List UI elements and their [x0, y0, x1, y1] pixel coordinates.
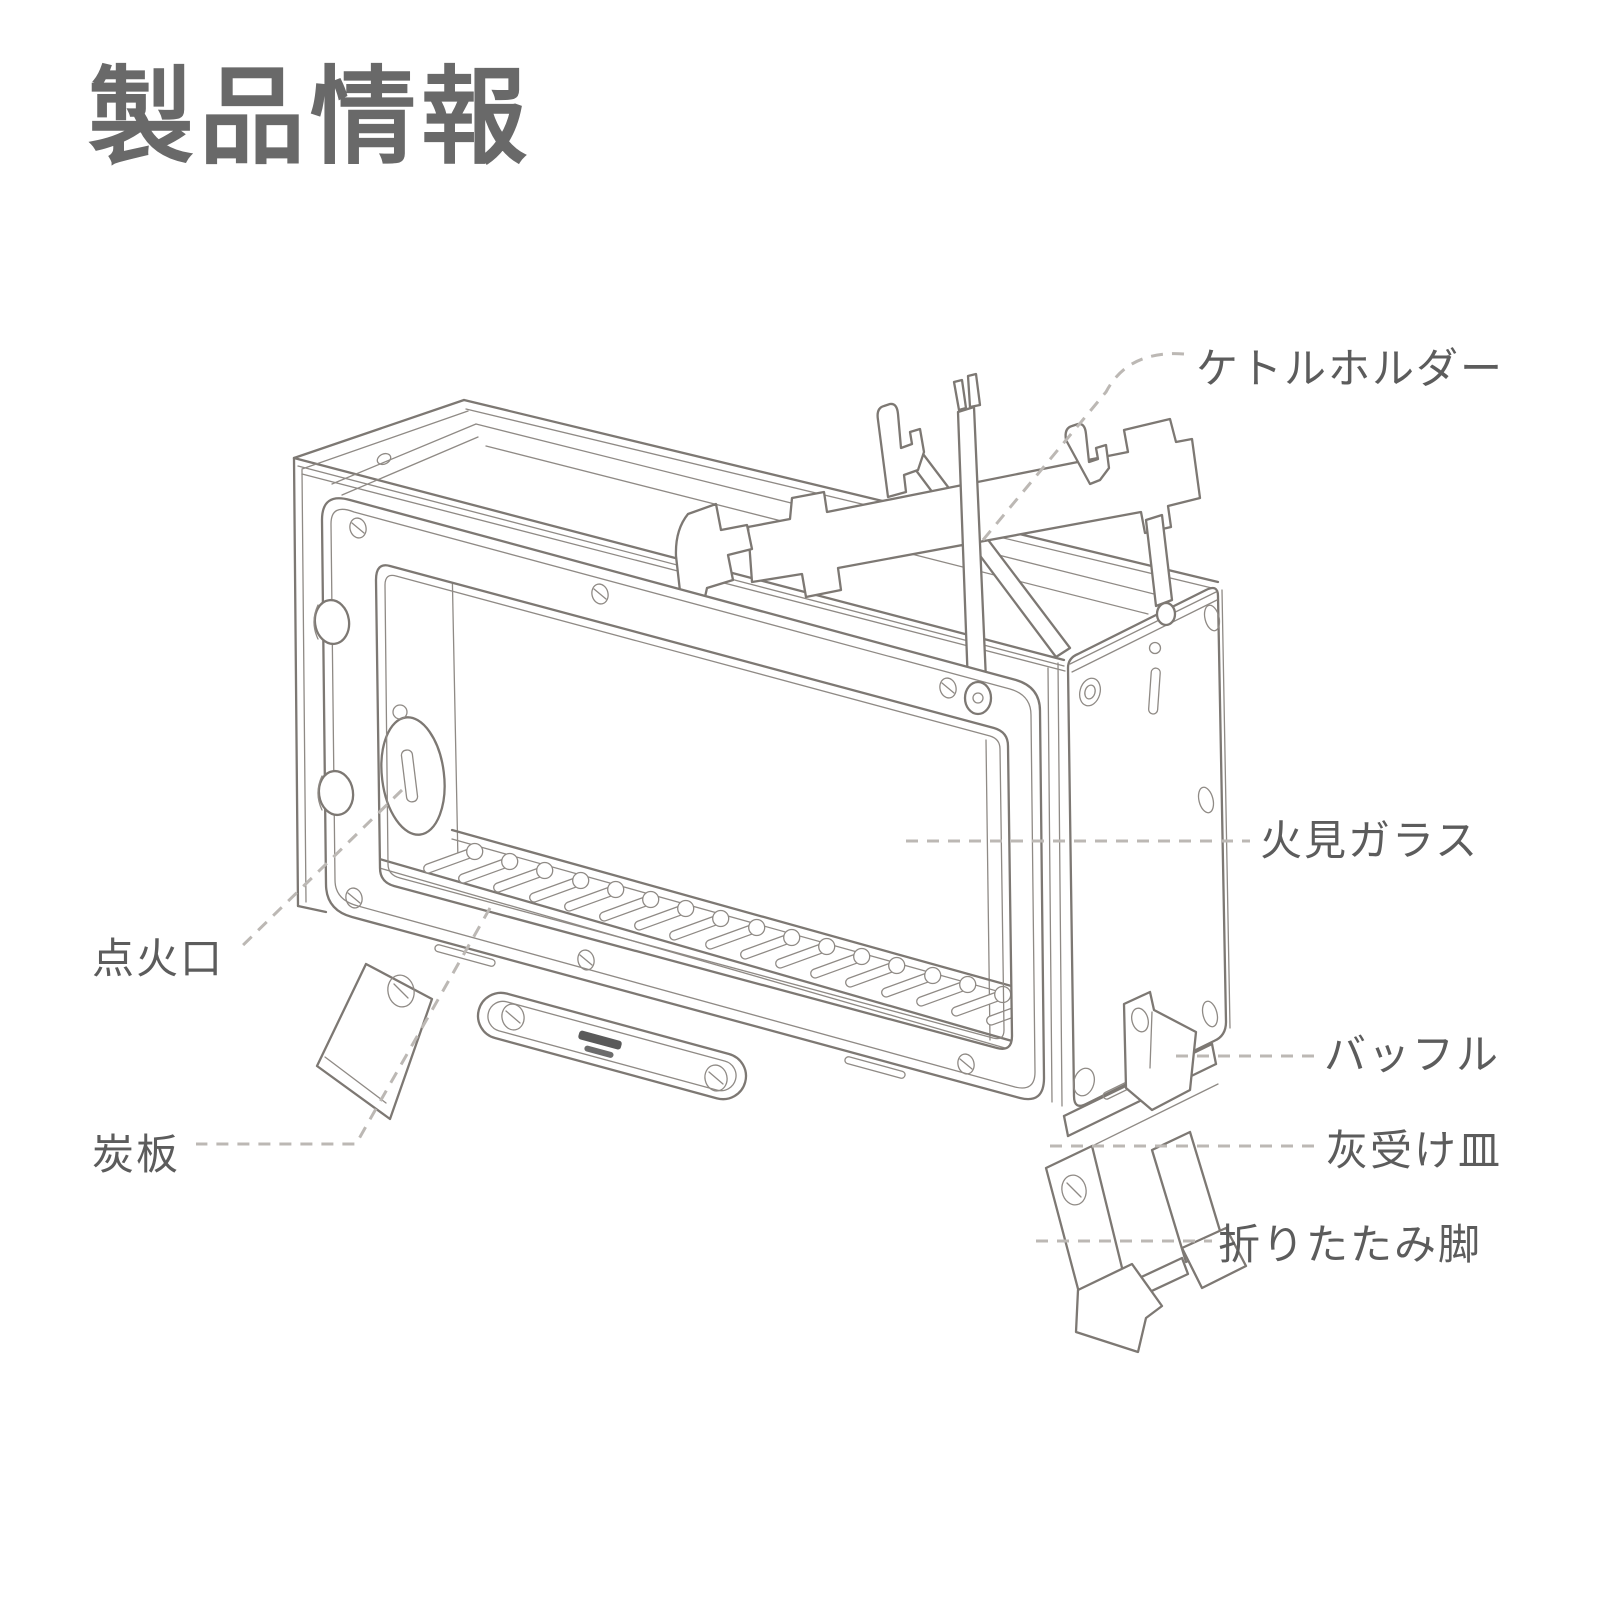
leader-kettle-holder — [976, 352, 1185, 547]
ignition-port — [380, 704, 446, 836]
right-leg — [1044, 1130, 1248, 1354]
leader-ignition-port — [236, 788, 404, 952]
hanger-rings — [963, 680, 993, 716]
right-panel-plate — [1066, 586, 1228, 1107]
label-ash-tray: 灰受け皿 — [1326, 1127, 1503, 1174]
page-title: 製品情報 — [88, 59, 532, 177]
brand-logo-mark — [578, 1030, 622, 1058]
kettle-holder-end-bracket — [674, 502, 754, 608]
label-baffle: バッフル — [1324, 1031, 1501, 1078]
fire-window-glass — [374, 564, 1014, 1050]
kettle-holder-hook-right — [1064, 422, 1111, 486]
label-ignition-port: 点火口 — [92, 935, 225, 982]
right-panel — [1066, 586, 1231, 1107]
front-leg — [315, 962, 434, 1121]
frame-screws — [345, 517, 975, 1075]
leader-charcoal-plate — [196, 907, 492, 1146]
kettle-holder-hook-left — [876, 402, 926, 499]
leader-lines — [196, 352, 1320, 1243]
panel-pin-hole — [1148, 641, 1162, 655]
label-charcoal-plate: 炭板 — [92, 1131, 181, 1178]
rim-screw-hole — [376, 452, 392, 466]
label-fire-window: 火見ガラス — [1260, 817, 1480, 864]
brand-plate — [476, 991, 748, 1101]
baffle-plate — [1122, 990, 1198, 1112]
label-folding-legs: 折りたたみ脚 — [1218, 1221, 1483, 1268]
kettle-holder — [674, 372, 1202, 688]
charcoal-plate — [376, 828, 1012, 1049]
side-knobs — [313, 598, 355, 817]
label-kettle-holder: ケトルホルダー — [1196, 345, 1505, 392]
